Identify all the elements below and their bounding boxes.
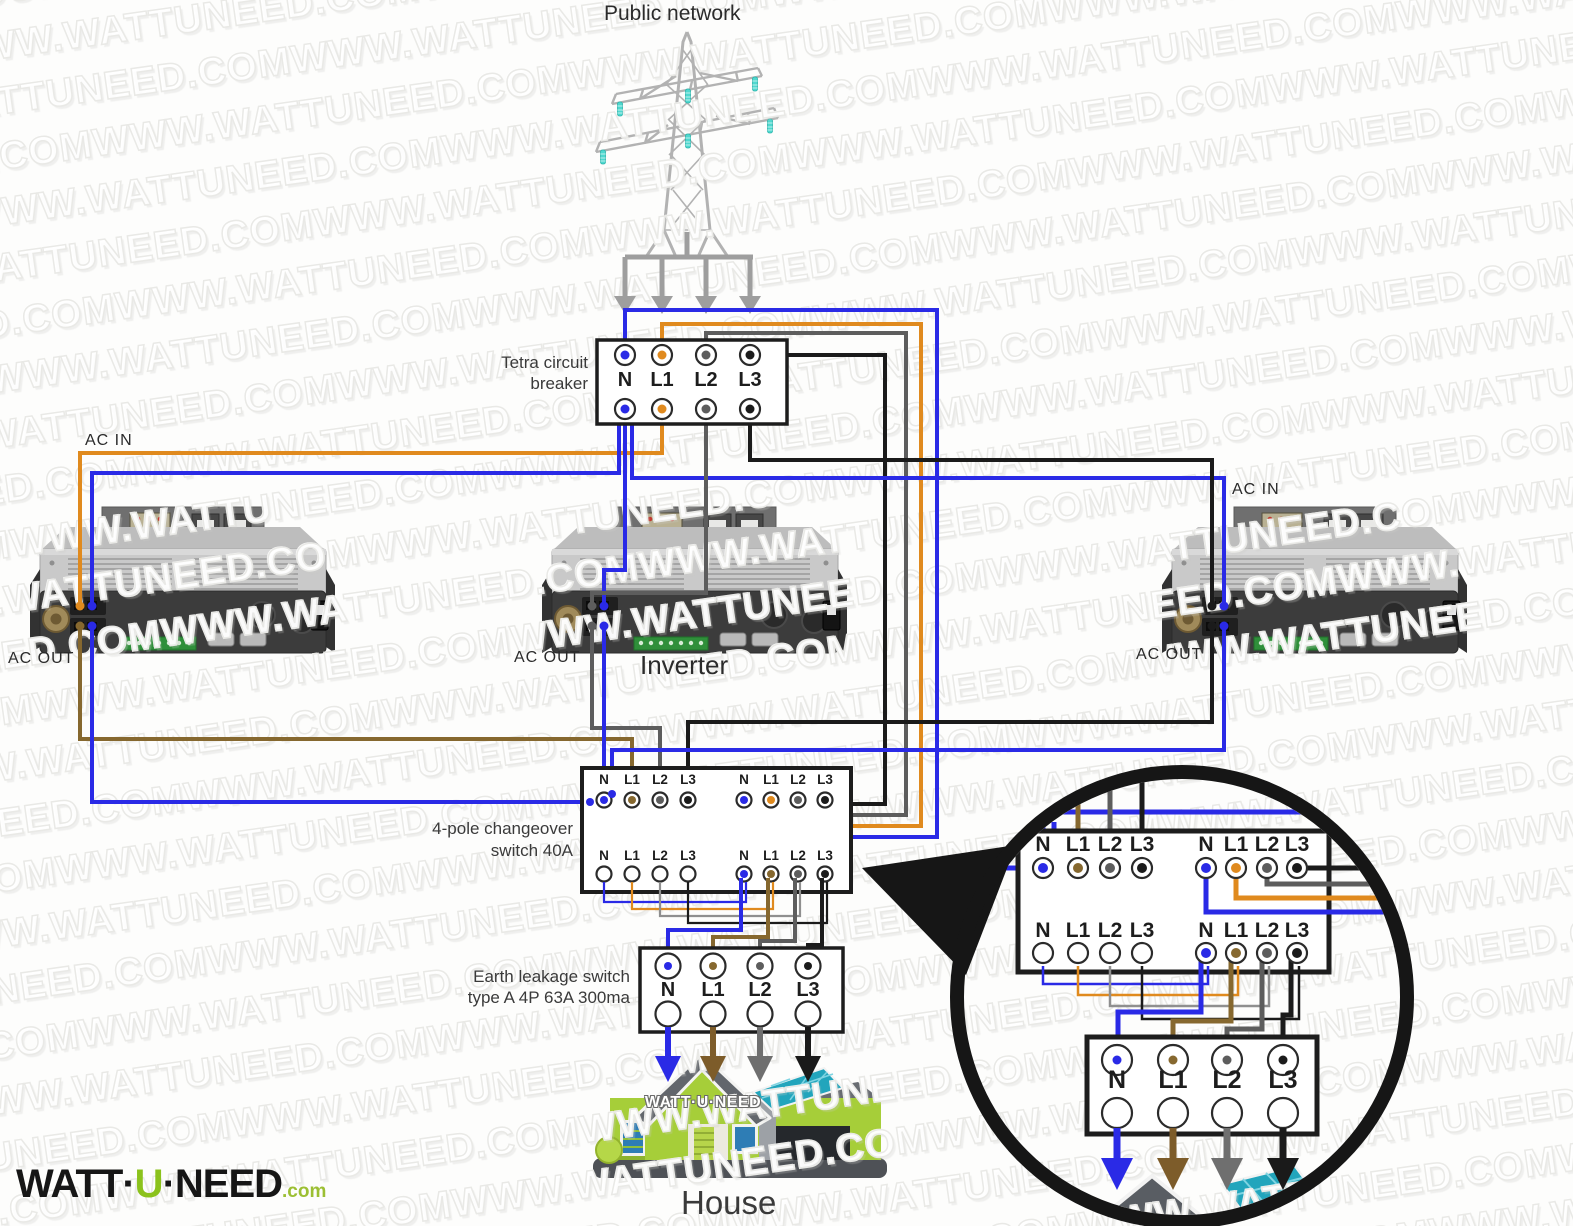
grid-feed-arrows — [614, 232, 761, 314]
breaker-bottom-wires — [78, 413, 1226, 606]
house-illustration — [593, 1052, 887, 1178]
logo-tld: .com — [282, 1181, 327, 1202]
ac-terminal-dots — [75, 601, 1229, 631]
logo-word2: U — [134, 1162, 164, 1206]
house-feed-arrows — [655, 1027, 821, 1082]
tetra-circuit-breaker — [595, 338, 789, 426]
wattuneed-logo: WATT·U·NEED.com — [16, 1162, 326, 1207]
changeover-switch — [580, 766, 853, 894]
changeover-links — [602, 882, 829, 925]
logo-sep: · — [162, 1162, 176, 1206]
logo-word3: NEED — [174, 1162, 283, 1206]
magnifier-content — [1004, 779, 1395, 1190]
logo-sep: · — [122, 1162, 135, 1206]
magnifier-ring — [862, 765, 1414, 1226]
logo-word1: WATT — [16, 1162, 123, 1206]
earth-leakage-switch — [638, 946, 845, 1034]
